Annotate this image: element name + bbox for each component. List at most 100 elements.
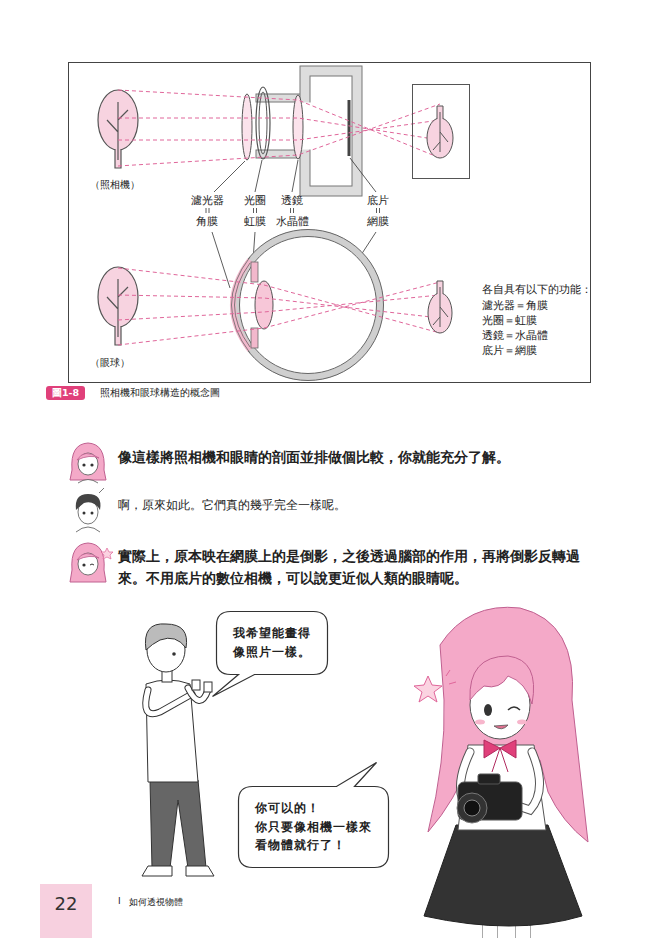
boy-icon	[99, 488, 104, 493]
part-label: 角膜	[196, 215, 218, 228]
boy-figure	[172, 652, 176, 656]
part-label: 虹膜	[244, 215, 266, 228]
girl-icon	[70, 543, 106, 582]
part-label: 底片	[367, 194, 389, 207]
eye-light-rays	[118, 282, 440, 345]
diagram-frame	[69, 63, 591, 383]
boy-figure	[204, 682, 212, 692]
boy-icon	[76, 527, 100, 532]
boy-figure	[142, 624, 214, 876]
girl-icon	[101, 548, 113, 559]
part-label: 水晶體	[276, 215, 309, 228]
girl-icon	[70, 543, 113, 582]
boy-figure	[142, 866, 172, 876]
boy-figure	[192, 680, 200, 690]
part-label: 光圈	[244, 194, 266, 207]
equal-mark	[376, 208, 377, 213]
camera-body	[310, 76, 352, 186]
figure-number: 圖1-8	[52, 387, 79, 399]
eyeball	[240, 237, 377, 374]
camera-light-rays	[118, 120, 440, 140]
camera-filter	[242, 94, 252, 160]
camera-aperture	[259, 92, 267, 154]
diagram-frame	[69, 63, 591, 383]
equal-mark	[256, 208, 257, 213]
girl-figure	[494, 725, 508, 729]
leader-line	[255, 160, 262, 192]
camera-body	[348, 100, 351, 156]
girl-figure	[464, 800, 480, 816]
sparkle-star	[414, 670, 456, 702]
boy-icon	[76, 494, 101, 510]
camera-lens	[293, 95, 303, 159]
girl-figure	[508, 707, 520, 710]
function-note: 底片＝網膜	[482, 344, 537, 357]
camera-light-rays	[118, 118, 440, 140]
eye-inverted-tree	[433, 287, 448, 327]
eye-cornea	[235, 263, 251, 347]
girl-figure	[470, 656, 534, 704]
boy-icon	[91, 512, 94, 515]
part-label: 透鏡	[281, 194, 303, 207]
camera-light-rays	[118, 104, 440, 166]
speech-text: 我希望能畫得 像照片一樣。	[233, 624, 311, 661]
figure-title: （照相機）	[90, 179, 140, 191]
girl-figure	[458, 782, 522, 820]
camera-inverted-tree	[433, 112, 448, 152]
camera-image-frame	[413, 85, 470, 179]
sparkle-star	[446, 670, 456, 684]
girl-icon	[70, 443, 106, 483]
girl-icon	[82, 463, 85, 466]
camera-tree	[98, 90, 138, 168]
function-note: 透鏡＝水晶體	[482, 329, 548, 342]
bubble-outline	[216, 611, 328, 675]
eye-light-rays	[118, 295, 440, 320]
leader-line	[212, 232, 230, 288]
bubble-outline	[239, 763, 389, 868]
girl-figure	[457, 793, 487, 823]
function-note: 各自具有以下的功能：	[482, 283, 592, 296]
girl-figure	[478, 774, 500, 784]
speech-bubble: 我希望能畫得 像照片一樣。	[216, 611, 328, 675]
girl-icon	[78, 480, 98, 484]
eye-cornea	[233, 260, 250, 350]
camera-light-rays	[118, 90, 440, 158]
eye-iris	[251, 328, 258, 348]
eyeball	[233, 230, 384, 381]
eye-light-rays	[118, 268, 440, 333]
eye-tree	[98, 267, 138, 345]
eye-tree	[107, 279, 128, 337]
boy-figure	[146, 690, 192, 714]
equal-mark	[379, 208, 380, 213]
camera-body	[256, 66, 362, 196]
dialog-text: 像這樣將照相機和眼睛的剖面並排做個比較，你就能充分了解。	[118, 449, 618, 466]
camera-lens	[293, 95, 303, 159]
camera-filter	[242, 94, 252, 160]
girl-icon	[90, 564, 94, 565]
boy-icon	[83, 512, 86, 515]
figure-title: （眼球）	[90, 357, 130, 369]
girl-icon	[77, 453, 99, 460]
girl-figure	[475, 720, 485, 725]
part-label: 網膜	[367, 215, 389, 228]
dialog-text: 實際上，原本映在網膜上的是倒影，之後透過腦部的作用，再將倒影反轉過來。不用底片的…	[118, 545, 598, 590]
eye-lens	[255, 281, 273, 329]
girl-icon	[70, 443, 106, 480]
camera-body	[300, 66, 362, 196]
girl-icon	[78, 553, 98, 575]
eye-inverted-tree	[428, 281, 452, 333]
boy-figure	[145, 624, 186, 650]
eye-iris	[251, 262, 258, 282]
eye-cornea	[232, 257, 251, 353]
equal-mark	[206, 208, 380, 213]
equal-mark	[293, 208, 294, 213]
dialog-text: 啊，原來如此。它們真的幾乎完全一樣呢。	[118, 499, 346, 513]
girl-figure	[458, 745, 546, 830]
page-number: 22	[48, 893, 84, 916]
eyeball	[233, 230, 384, 381]
speech-text: 你可以的！ 你只要像相機一樣來 看物體就行了！	[255, 799, 372, 855]
leader-line	[292, 160, 298, 192]
function-note: 濾光器＝角膜	[482, 299, 548, 312]
camera-tree	[107, 102, 128, 160]
